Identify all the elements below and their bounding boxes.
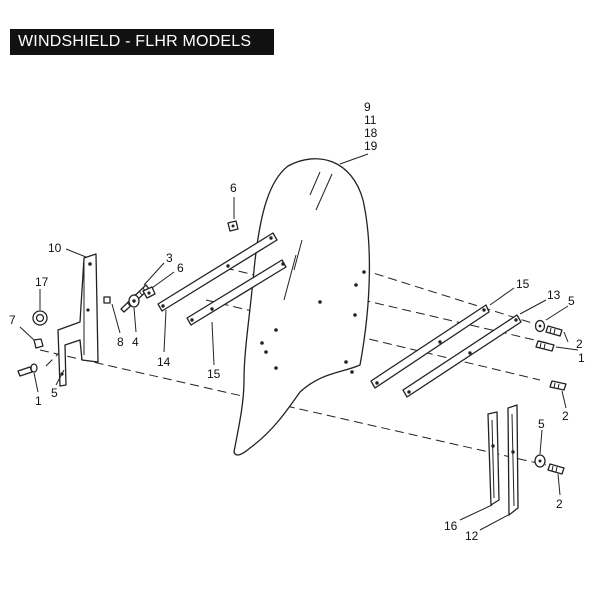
callout-5-right-top: 5 (568, 294, 575, 308)
callout-2-bottom: 2 (556, 497, 563, 511)
nut-6-top (227, 220, 239, 232)
leader-lines (19, 153, 579, 531)
strip-16 (487, 411, 500, 506)
windshield (233, 158, 371, 456)
callout-7: 7 (9, 313, 16, 327)
callout-1-left: 1 (35, 394, 42, 408)
callout-8: 8 (117, 335, 124, 349)
callout-3: 3 (166, 251, 173, 265)
bracket-10 (57, 253, 99, 387)
callout-5-right-bottom: 5 (538, 417, 545, 431)
callout-2-mid: 2 (562, 409, 569, 423)
callout-14: 14 (157, 355, 171, 369)
callout-19: 19 (364, 139, 378, 153)
brace-13 (402, 314, 522, 398)
callout-11: 11 (364, 113, 377, 127)
callout-9: 9 (364, 100, 371, 114)
callout-16: 16 (444, 519, 458, 533)
washer-5-right-bottom (534, 454, 546, 468)
callout-18: 18 (364, 126, 378, 140)
callout-6-top: 6 (230, 181, 237, 195)
screw-2-top (545, 325, 563, 337)
callout-numbers: 9 11 18 19 6 10 3 6 17 7 8 4 14 15 5 1 1… (9, 100, 585, 543)
nut-7 (33, 338, 44, 349)
callout-15-left: 15 (207, 367, 221, 381)
brace-15-left (186, 259, 287, 326)
screw-2-mid (549, 380, 567, 391)
callout-15-right: 15 (516, 277, 530, 291)
screw-2-bottom (547, 463, 565, 475)
strip-12 (507, 404, 519, 516)
screw-1-right (535, 340, 555, 352)
callout-6-mid: 6 (177, 261, 184, 275)
callout-5-left: 5 (51, 386, 58, 400)
grommet-17 (32, 310, 48, 326)
nut-6-mid (142, 286, 156, 299)
callout-10: 10 (48, 241, 62, 255)
brace-14 (157, 232, 278, 312)
screw-1-left (17, 363, 38, 377)
diagram-title: WINDSHIELD - FLHR MODELS (10, 29, 274, 55)
callout-13: 13 (547, 288, 561, 302)
washer-4 (128, 294, 140, 308)
callout-1-right: 1 (578, 351, 585, 365)
callout-2-top: 2 (576, 337, 583, 351)
callout-4: 4 (132, 335, 139, 349)
callout-17: 17 (35, 275, 49, 289)
washer-5-right-top (534, 319, 546, 333)
screw-3 (103, 284, 150, 313)
callout-12: 12 (465, 529, 479, 543)
brace-15-right (370, 304, 490, 389)
